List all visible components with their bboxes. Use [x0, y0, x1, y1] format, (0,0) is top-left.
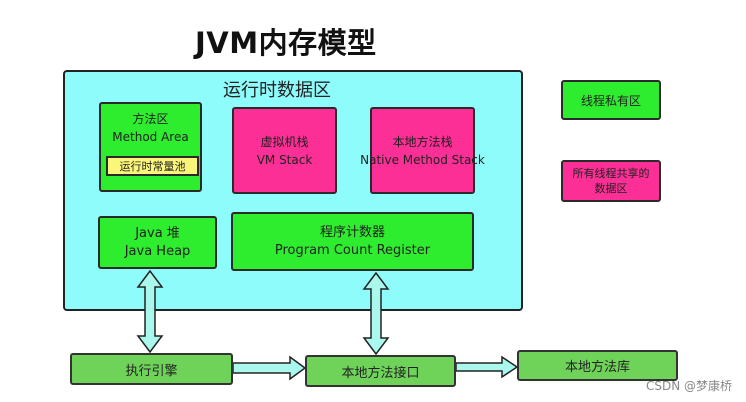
native-method-stack-box: 本地方法栈 Native Method Stack — [360, 107, 485, 194]
native-library-box: 本地方法库 — [517, 350, 678, 381]
vm-stack-label-en: VM Stack — [256, 152, 313, 167]
native-interface-box: 本地方法接口 — [305, 355, 456, 387]
method-area-label: 方法区 — [132, 112, 169, 126]
legend-thread-shared-label-2: 数据区 — [594, 182, 628, 195]
java-heap-label: Java 堆 — [135, 225, 180, 241]
constant-pool-box: 运行时常量池 — [106, 156, 199, 176]
method-area-label-en: Method Area — [112, 130, 189, 144]
legend-thread-shared: 所有线程共享的 数据区 — [561, 160, 661, 202]
vm-stack-box: 虚拟机栈 VM Stack — [232, 107, 337, 194]
vm-stack-label: 虚拟机栈 — [260, 134, 309, 149]
native-stack-label-en: Native Method Stack — [360, 152, 485, 167]
java-heap-box: Java 堆 Java Heap — [98, 216, 217, 269]
legend-thread-private-label: 线程私有区 — [580, 93, 641, 108]
constant-pool-label: 运行时常量池 — [119, 160, 186, 173]
pc-interface-arrow — [362, 271, 390, 356]
runtime-data-area-label: 运行时数据区 — [223, 80, 331, 101]
interface-library-arrow — [455, 355, 519, 379]
program-counter-box: 程序计数器 Program Count Register — [231, 212, 474, 271]
engine-interface-arrow — [232, 355, 307, 381]
legend-thread-shared-label: 所有线程共享的 — [572, 167, 650, 180]
legend-thread-private: 线程私有区 — [561, 80, 661, 120]
native-library-label: 本地方法库 — [564, 360, 630, 375]
java-heap-label-en: Java Heap — [124, 243, 191, 259]
method-area-box: 方法区 Method Area 运行时常量池 — [99, 102, 202, 192]
program-counter-label: 程序计数器 — [319, 224, 385, 240]
execution-engine-label: 执行引擎 — [125, 363, 178, 379]
watermark: CSDN @梦康桥 — [645, 379, 732, 393]
heap-engine-arrow — [136, 269, 164, 354]
native-interface-label: 本地方法接口 — [341, 365, 420, 381]
page-title: JVM内存模型 — [195, 26, 377, 60]
native-stack-label: 本地方法栈 — [392, 134, 453, 149]
program-counter-label-en: Program Count Register — [274, 242, 431, 258]
execution-engine-box: 执行引擎 — [70, 353, 233, 385]
